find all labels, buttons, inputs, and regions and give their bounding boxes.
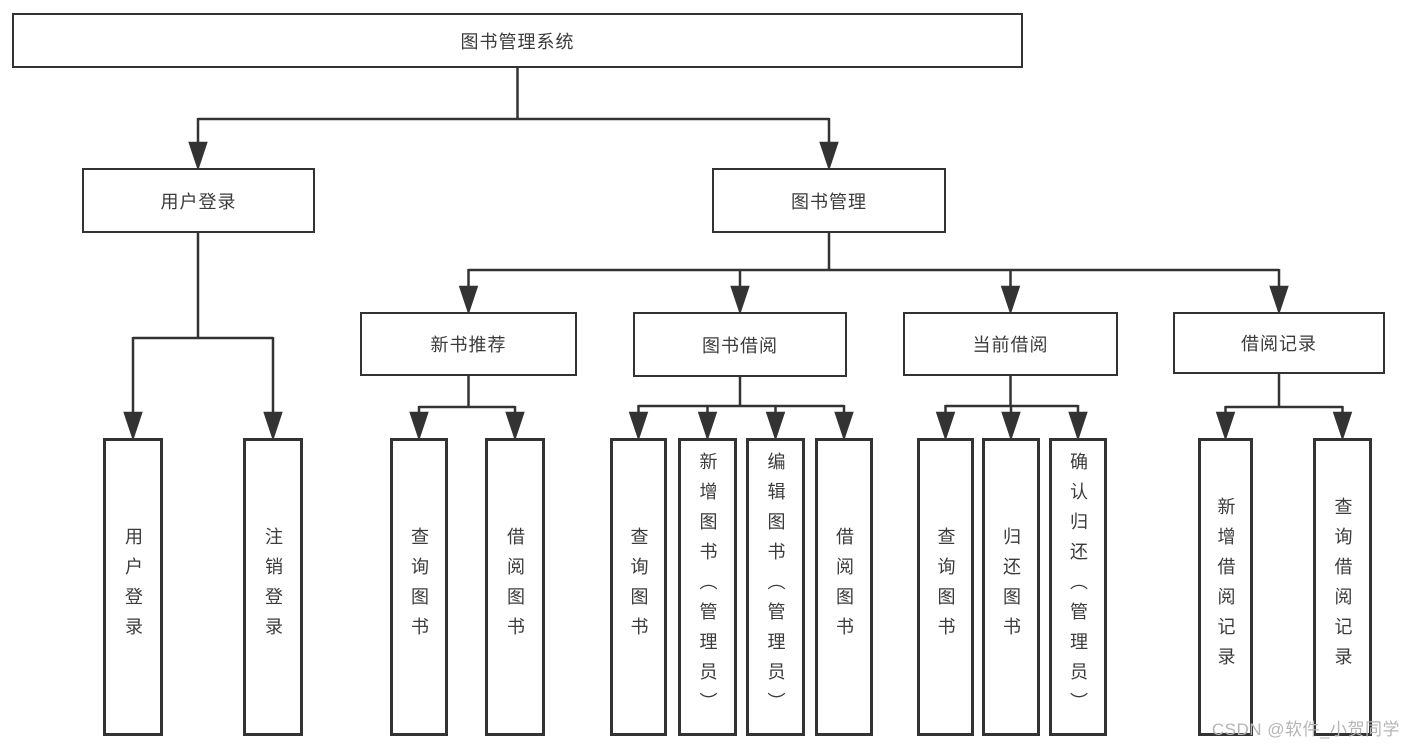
node-root: 图书管理系统 [12,13,1023,68]
node-cb-return-books-label: 归还图书 [1001,527,1021,647]
node-br-query-record-label: 查询借阅记录 [1332,497,1353,677]
node-borrow-records: 借阅记录 [1173,312,1385,374]
connector-root-to-level2 [188,68,839,171]
node-nb-query-books: 查询图书 [390,438,448,736]
node-br-query-record: 查询借阅记录 [1313,438,1372,736]
node-user-login-label: 用户登录 [160,191,237,212]
node-login: 用户登录 [103,438,163,736]
node-br-add-record-label: 新增借阅记录 [1215,497,1236,677]
connector-current-borrow-children [935,376,1088,441]
node-book-borrow-label: 图书借阅 [702,335,778,356]
node-logout: 注销登录 [243,438,303,736]
node-current-borrow: 当前借阅 [903,312,1118,376]
node-br-add-record: 新增借阅记录 [1198,438,1253,736]
node-root-label: 图书管理系统 [460,31,575,52]
node-current-borrow-label: 当前借阅 [972,335,1049,355]
node-cb-confirm-return-label: 确认归还（管理员） [1068,452,1088,722]
connector-book-borrow-children [628,377,854,441]
connector-borrow-records-children [1215,374,1353,441]
node-bb-edit-books-label: 编辑图书（管理员） [765,452,786,722]
connector-new-book-rec-children [409,376,525,441]
node-bb-borrow-books-label: 借阅图书 [834,527,854,647]
node-nb-borrow-books-label: 借阅图书 [505,527,525,647]
node-cb-query-books-label: 查询图书 [935,527,956,647]
node-book-mgmt: 图书管理 [712,168,946,233]
node-user-login: 用户登录 [82,168,315,233]
node-book-borrow: 图书借阅 [633,312,847,377]
node-bb-add-books-label: 新增图书（管理员） [697,452,718,722]
node-cb-query-books: 查询图书 [917,438,974,736]
node-new-book-rec-label: 新书推荐 [430,335,507,355]
node-login-label: 用户登录 [123,527,143,647]
node-bb-query-books-label: 查询图书 [628,527,649,647]
connector-user-login-children [123,233,283,441]
node-book-mgmt-label: 图书管理 [791,191,867,212]
node-cb-return-books: 归还图书 [982,438,1040,736]
node-cb-confirm-return: 确认归还（管理员） [1049,438,1107,736]
node-borrow-records-label: 借阅记录 [1241,334,1317,354]
node-bb-borrow-books: 借阅图书 [815,438,873,736]
node-logout-label: 注销登录 [263,527,283,647]
node-new-book-rec: 新书推荐 [360,312,577,376]
node-nb-query-books-label: 查询图书 [409,527,429,647]
node-bb-query-books: 查询图书 [610,438,667,736]
node-bb-edit-books: 编辑图书（管理员） [746,438,805,736]
connector-book-mgmt-children [458,233,1289,315]
node-bb-add-books: 新增图书（管理员） [678,438,737,736]
csdn-watermark: CSDN @软件_小贺同学 [1211,720,1400,739]
node-nb-borrow-books: 借阅图书 [485,438,545,736]
